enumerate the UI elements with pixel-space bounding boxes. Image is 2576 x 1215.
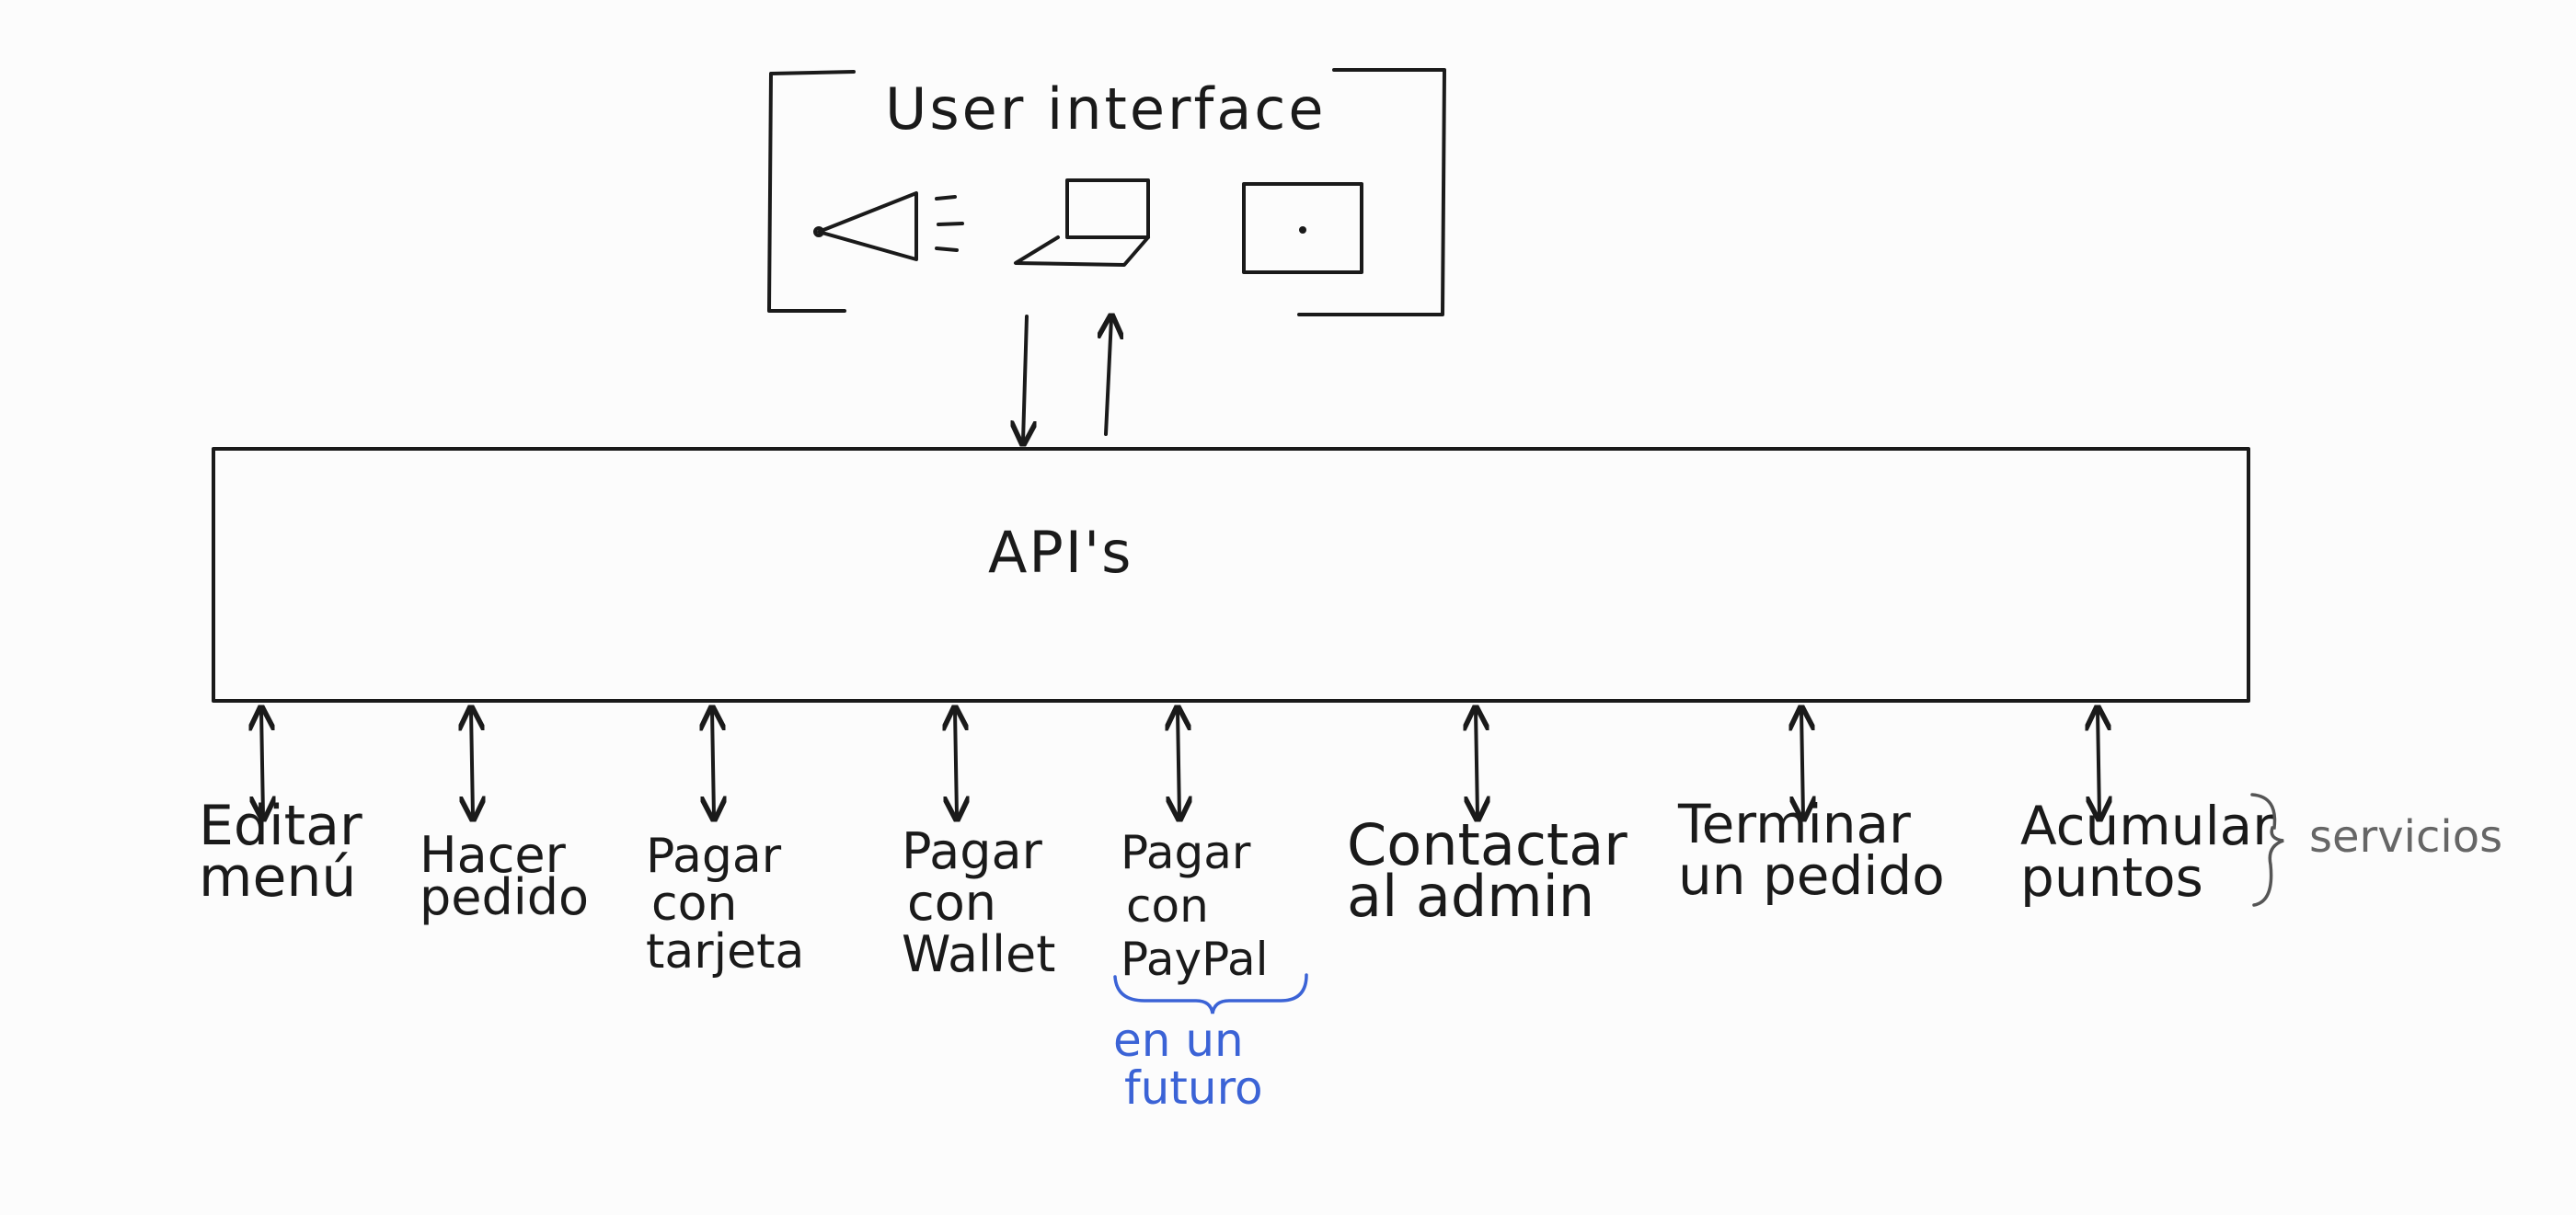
- service-label-line: con: [1126, 879, 1209, 933]
- service-label-line: PayPal: [1121, 933, 1269, 986]
- up-arrow: [1106, 318, 1111, 436]
- service-arrow: [1178, 710, 1179, 817]
- service-label-line: pedido: [420, 868, 589, 926]
- laptop-icon: [1014, 178, 1150, 267]
- service-label-line: Pagar: [646, 829, 782, 884]
- service-arrow: [712, 710, 714, 817]
- services-label-group: servicios: [2250, 793, 2502, 907]
- services-label: servicios: [2309, 811, 2502, 863]
- service-label-line: un pedido: [1678, 844, 1945, 907]
- down-arrow: [1023, 315, 1027, 441]
- service-label-line: con: [907, 874, 996, 932]
- service-arrow: [1801, 710, 1803, 817]
- service-arrow: [2098, 710, 2099, 817]
- speaker-icon: [813, 191, 964, 261]
- service-arrow: [261, 710, 263, 817]
- future-note: en un futuro: [1113, 973, 1308, 1115]
- service-label-line: Editar: [199, 794, 362, 858]
- service-label-line: Contactar: [1347, 811, 1627, 878]
- service-label-line: Pagar: [902, 822, 1043, 880]
- service-label-line: puntos: [2020, 846, 2203, 909]
- service-arrow: [1476, 710, 1478, 817]
- service-arrow: [471, 710, 473, 817]
- user-interface-box: User interface: [767, 68, 1446, 316]
- user-interface-title: User interface: [885, 75, 1327, 143]
- service-label-line: Hacer: [420, 826, 567, 884]
- future-note-line-2: futuro: [1124, 1061, 1263, 1115]
- service-label-line: tarjeta: [646, 924, 804, 980]
- service-label-line: Acumular: [2020, 795, 2274, 857]
- service-label-line: Terminar: [1677, 793, 1911, 855]
- service-label-line: al admin: [1347, 863, 1594, 930]
- service-arrow: [955, 710, 957, 817]
- service-label-line: con: [651, 877, 737, 932]
- ui-api-connectors: [1023, 316, 1111, 441]
- service-label-line: menú: [199, 845, 356, 910]
- services-brace: [2250, 793, 2284, 907]
- service-label-line: Wallet: [902, 925, 1055, 983]
- tablet-icon: [1242, 182, 1363, 274]
- api-box: API's: [212, 447, 2250, 703]
- service-label-line: Pagar: [1121, 826, 1251, 879]
- future-note-line-1: en un: [1113, 1014, 1244, 1067]
- api-label: API's: [988, 519, 1133, 586]
- future-brace: [1113, 973, 1308, 1014]
